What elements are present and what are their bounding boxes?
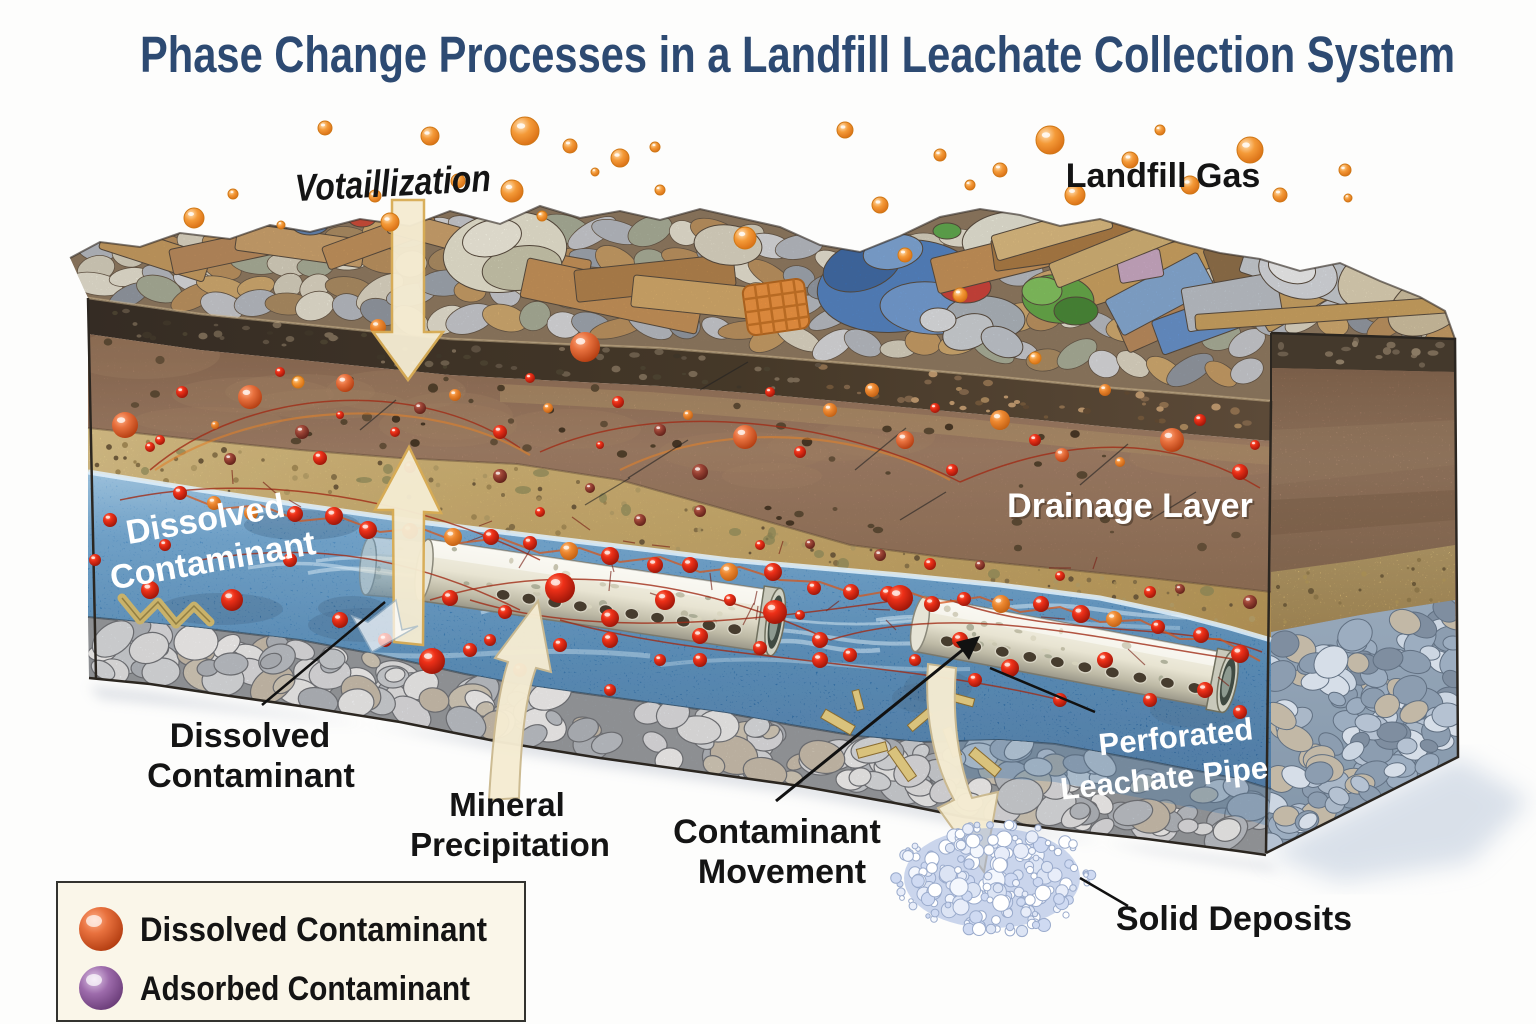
svg-text:Precipitation: Precipitation [410, 826, 610, 863]
svg-text:Dissolved Contaminant: Dissolved Contaminant [140, 911, 487, 949]
svg-text:Phase Change Processes in a La: Phase Change Processes in a Landfill Lea… [140, 26, 1455, 83]
svg-text:Contaminant: Contaminant [147, 757, 355, 795]
svg-text:Movement: Movement [698, 853, 866, 891]
svg-text:Contaminant: Contaminant [673, 813, 881, 851]
svg-text:Adsorbed Contaminant: Adsorbed Contaminant [140, 970, 470, 1008]
svg-text:Mineral: Mineral [449, 786, 565, 823]
svg-text:Drainage Layer: Drainage Layer [1007, 487, 1253, 525]
svg-text:Drainage Layer: Drainage Layer [1009, 489, 1255, 527]
svg-text:Landfill Gas: Landfill Gas [1066, 157, 1261, 195]
svg-text:Solid Deposits: Solid Deposits [1116, 900, 1352, 938]
svg-text:Dissolved: Dissolved [170, 717, 331, 755]
svg-text:Votaillization: Votaillization [294, 158, 492, 210]
